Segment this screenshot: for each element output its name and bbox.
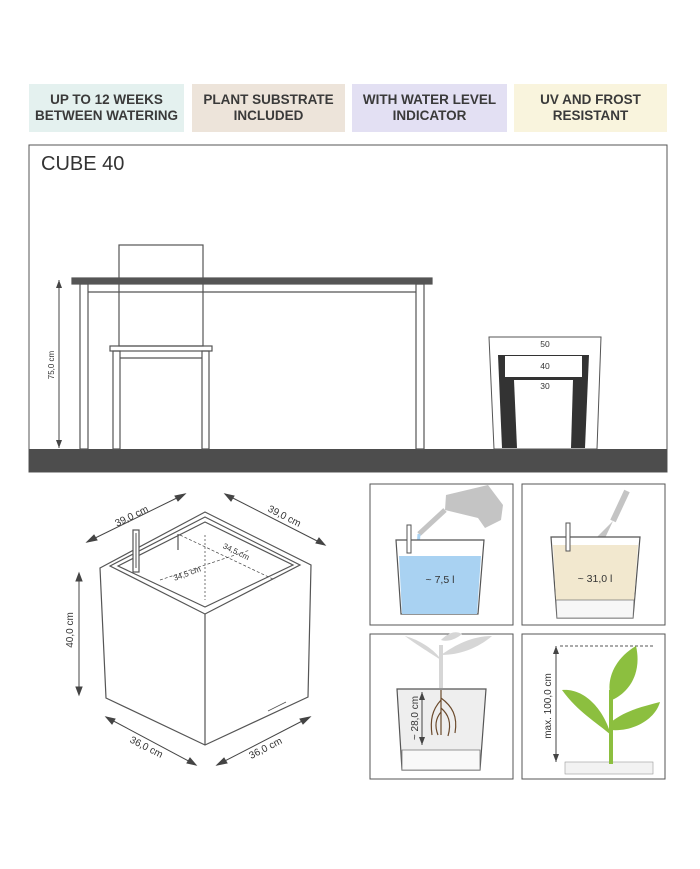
badge-substrate: PLANT SUBSTRATE INCLUDED: [192, 84, 345, 132]
panel-roots: ~ 28,0 cm: [369, 632, 514, 780]
table-illustration: [71, 277, 433, 450]
table-height-label: 75,0 cm: [47, 350, 56, 379]
product-title: CUBE 40: [41, 153, 124, 175]
badge-uv-frost: UV AND FROST RESISTANT: [514, 84, 667, 132]
panel-water: ~ 7,5 l: [369, 483, 514, 626]
dimension-lines: [75, 493, 327, 766]
table-height-dimension: 75,0 cm: [47, 280, 62, 448]
dim-top-left: 39,0 cm: [114, 504, 151, 529]
green-plant-illustration: [562, 646, 660, 764]
planter-size-comparison: 50 40 30: [488, 336, 602, 450]
water-fill: [399, 556, 481, 614]
size-marker-40: 40: [540, 361, 550, 371]
substrate-fill: [553, 545, 638, 600]
size-marker-30: 30: [540, 381, 550, 391]
badge-water-indicator: WITH WATER LEVEL INDICATOR: [352, 84, 507, 132]
substrate-volume-label: ~ 31,0 l: [578, 573, 613, 585]
water-volume-label: ~ 7,5 l: [426, 574, 455, 586]
badge-watering: UP TO 12 WEEKS BETWEEN WATERING: [29, 84, 184, 132]
planter-3d-drawing: [99, 511, 312, 746]
panel-plant-height: max. 100,0 cm: [521, 633, 666, 780]
panel-substrate: ~ 31,0 l: [521, 483, 666, 626]
floor: [29, 449, 667, 472]
dim-top-right: 39,0 cm: [266, 504, 303, 530]
dim-height: 40,0 cm: [65, 612, 76, 648]
size-marker-50: 50: [540, 339, 550, 349]
max-height-label: max. 100,0 cm: [543, 673, 554, 739]
root-depth-label: ~ 28,0 cm: [410, 696, 421, 740]
chair-illustration: [109, 244, 213, 450]
